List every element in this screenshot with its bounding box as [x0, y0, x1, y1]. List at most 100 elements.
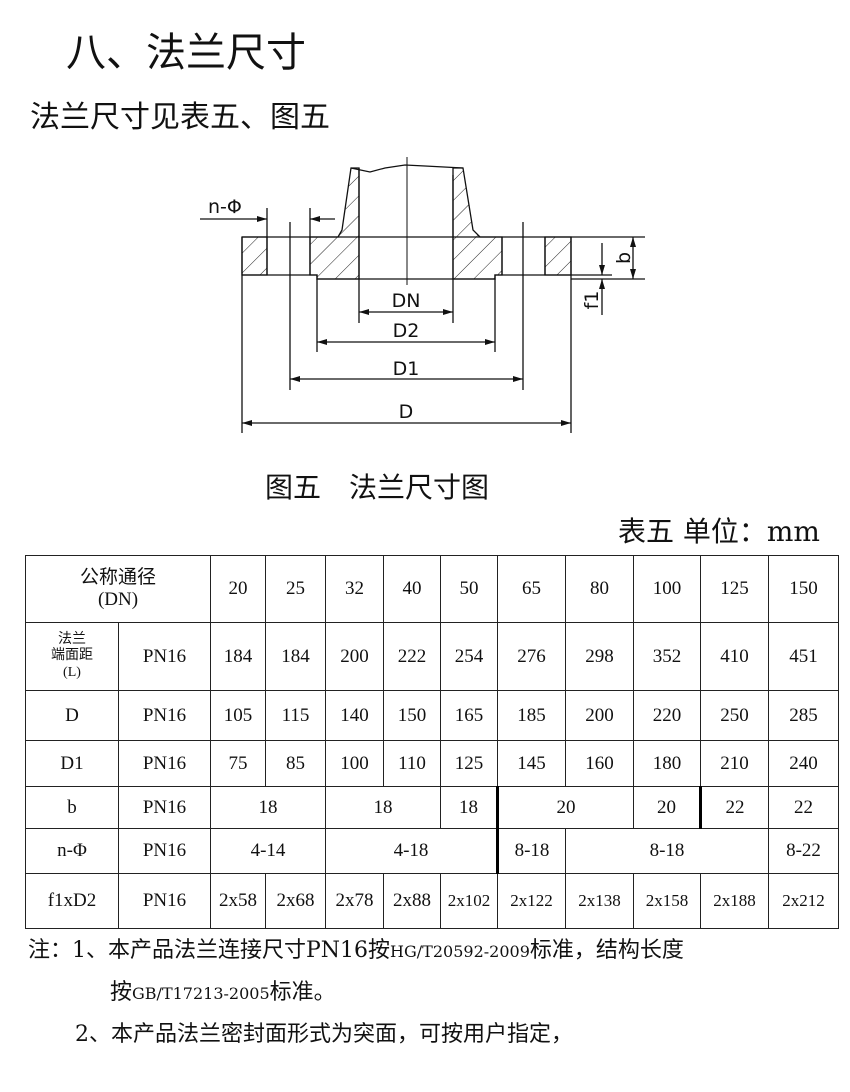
table-cell: 145: [497, 740, 566, 787]
table-cell: 20: [633, 786, 701, 829]
header-dn-value: 20: [210, 555, 266, 623]
table-cell: 210: [700, 740, 769, 787]
header-dn-value: 40: [383, 555, 441, 623]
table-cell: 184: [265, 622, 326, 691]
table-cell: 2x212: [768, 873, 839, 929]
table-cell: 180: [633, 740, 701, 787]
row-pressure: PN16: [118, 786, 211, 829]
table-caption: 表五 单位：mm: [617, 515, 820, 548]
table-cell: 4-14: [210, 828, 326, 874]
table-cell: 20: [496, 786, 634, 829]
header-dn-value: 25: [265, 555, 326, 623]
table-cell: 160: [565, 740, 634, 787]
table-cell: 222: [383, 622, 441, 691]
table-cell: 200: [565, 690, 634, 741]
row-label: 法兰 端面距 (L): [25, 622, 119, 691]
table-cell: 125: [440, 740, 498, 787]
table-cell: 240: [768, 740, 839, 787]
table-cell: 18: [440, 786, 498, 829]
table-cell: 2x122: [497, 873, 566, 929]
row-label: b: [25, 786, 119, 829]
label-b: b: [613, 252, 635, 264]
table-cell: 285: [768, 690, 839, 741]
label-d2: D2: [393, 320, 420, 342]
label-d1: D1: [393, 358, 420, 380]
note-1-continued: 按GB/T17213-2005标准。: [110, 974, 336, 1006]
table-cell: 451: [768, 622, 839, 691]
label-n-phi: n-Φ: [208, 196, 242, 218]
flange-dimension-drawing: n-Φ DN D2 D1 D b f1: [200, 157, 645, 433]
row-pressure: PN16: [118, 873, 211, 929]
flange-left-section: [241, 167, 360, 280]
note-1-text-c: 按: [110, 980, 133, 1005]
note-1: 注：1、本产品法兰连接尺寸PN16按HG/T20592-2009标准，结构长度: [28, 932, 684, 964]
table-cell: 150: [383, 690, 441, 741]
table-cell: 8-18: [496, 828, 566, 874]
table-cell: 85: [265, 740, 326, 787]
table-cell: 75: [210, 740, 266, 787]
table-cell: 220: [633, 690, 701, 741]
note-1-standard-2: GB/T17213-2005: [132, 984, 270, 1003]
row-pressure: PN16: [118, 740, 211, 787]
table-cell: 2x188: [700, 873, 769, 929]
table-cell: 165: [440, 690, 498, 741]
row-pressure: PN16: [118, 622, 211, 691]
table-cell: 185: [497, 690, 566, 741]
table-cell: 18: [210, 786, 326, 829]
row-pressure: PN16: [118, 690, 211, 741]
table-cell: 2x102: [440, 873, 498, 929]
table-cell: 2x138: [565, 873, 634, 929]
note-2: 2、本产品法兰密封面形式为突面，可按用户指定，: [75, 1022, 573, 1047]
table-cell: 184: [210, 622, 266, 691]
row-pressure: PN16: [118, 828, 211, 874]
header-dn-value: 80: [565, 555, 634, 623]
table-cell: 2x158: [633, 873, 701, 929]
row-label: f1xD2: [25, 873, 119, 929]
table-cell: 140: [325, 690, 384, 741]
table-cell: 8-22: [768, 828, 839, 874]
label-dn: DN: [392, 290, 421, 312]
table-cell: 100: [325, 740, 384, 787]
table-cell: 4-18: [325, 828, 498, 874]
header-dn-value: 125: [700, 555, 769, 623]
note-1-text-b: 标准，结构长度: [529, 938, 684, 963]
header-dn-value: 50: [440, 555, 498, 623]
page-title: 八、法兰尺寸: [66, 30, 306, 76]
row-label: D: [25, 690, 119, 741]
table-cell: 110: [383, 740, 441, 787]
row-label: n-Φ: [25, 828, 119, 874]
table-cell: 352: [633, 622, 701, 691]
table-cell: 115: [265, 690, 326, 741]
note-1-text-a: 注：1、本产品法兰连接尺寸PN16按: [28, 938, 391, 963]
row-label: D1: [25, 740, 119, 787]
header-dn-value: 32: [325, 555, 384, 623]
table-cell: 18: [325, 786, 441, 829]
header-nominal-diameter: 公称通径 (DN): [25, 555, 211, 623]
table-cell: 254: [440, 622, 498, 691]
table-cell: 200: [325, 622, 384, 691]
table-cell: 298: [565, 622, 634, 691]
figure-caption: 图五 法兰尺寸图: [265, 471, 490, 504]
table-cell: 2x88: [383, 873, 441, 929]
table-cell: 105: [210, 690, 266, 741]
note-1-text-d: 标准。: [269, 980, 336, 1005]
note-1-standard-1: HG/T20592-2009: [390, 942, 530, 961]
table-cell: 250: [700, 690, 769, 741]
section-subtitle: 法兰尺寸见表五、图五: [30, 100, 330, 135]
table-cell: 410: [700, 622, 769, 691]
header-dn-value: 150: [768, 555, 839, 623]
table-cell: 22: [699, 786, 769, 829]
label-d: D: [399, 401, 414, 423]
table-cell: 2x68: [265, 873, 326, 929]
header-dn-value: 65: [497, 555, 566, 623]
table-cell: 2x58: [210, 873, 266, 929]
label-f1: f1: [581, 291, 603, 310]
